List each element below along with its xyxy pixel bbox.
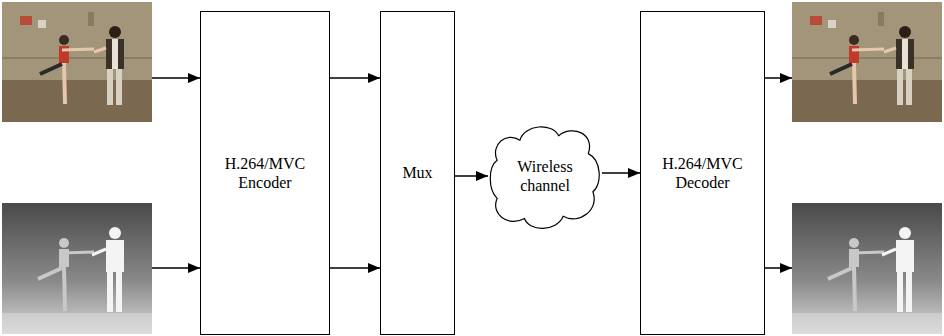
flow-arrow bbox=[455, 175, 488, 177]
node-label: Wireless channel bbox=[507, 157, 583, 195]
node-label: H.264/MVC Encoder bbox=[217, 154, 313, 192]
node-label: H.264/MVC Decoder bbox=[655, 154, 751, 192]
channel-cloud: Wireless channel bbox=[488, 120, 602, 232]
color-frame bbox=[2, 2, 152, 122]
input-arrow bbox=[152, 267, 200, 269]
encoder-box: H.264/MVC Encoder bbox=[200, 11, 330, 335]
node-label: Mux bbox=[402, 163, 432, 182]
flow-arrow bbox=[602, 172, 640, 174]
cloud-outline bbox=[488, 120, 602, 232]
color-frame bbox=[792, 2, 942, 122]
input-arrow bbox=[152, 77, 200, 79]
depth-frame bbox=[792, 203, 942, 334]
mux-box: Mux bbox=[380, 11, 455, 335]
depth-frame bbox=[2, 203, 152, 334]
flow-arrow bbox=[330, 77, 380, 79]
output-arrow bbox=[765, 267, 792, 269]
flow-arrow bbox=[330, 267, 380, 269]
output-arrow bbox=[765, 77, 792, 79]
decoder-box: H.264/MVC Decoder bbox=[640, 11, 765, 335]
